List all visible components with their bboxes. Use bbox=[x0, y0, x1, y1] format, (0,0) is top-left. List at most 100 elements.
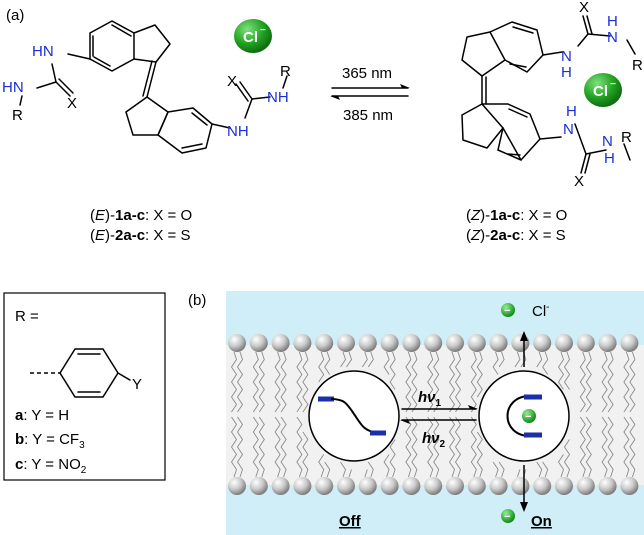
atom-r-left: R bbox=[12, 107, 23, 124]
svg-text:−: − bbox=[504, 511, 510, 523]
z-atom-h-3: H bbox=[566, 103, 577, 120]
off-label: Off bbox=[339, 513, 362, 530]
r-box-y-label: Y bbox=[132, 376, 142, 393]
r-box-phenyl bbox=[59, 348, 119, 398]
lipid-tail bbox=[607, 351, 614, 413]
lipid-tail bbox=[585, 351, 592, 413]
lipid-tail bbox=[252, 416, 259, 478]
z-upper-benzene-ring bbox=[489, 21, 544, 73]
lipid-head bbox=[489, 334, 508, 352]
lipid-head bbox=[402, 334, 421, 352]
z-atom-n-1: N bbox=[561, 48, 572, 65]
svg-text:−: − bbox=[525, 411, 531, 423]
lipid-tail bbox=[601, 416, 608, 478]
lipid-tail bbox=[498, 461, 505, 478]
lipid-tail bbox=[324, 351, 331, 375]
lipid-tail bbox=[427, 416, 434, 478]
lipid-head bbox=[358, 334, 377, 352]
lipid-tails bbox=[230, 351, 636, 478]
lipid-head bbox=[511, 334, 530, 352]
lipid-head bbox=[402, 477, 421, 495]
lipid-head bbox=[424, 477, 443, 495]
lipid-tail bbox=[427, 351, 434, 413]
lipid-head bbox=[467, 477, 486, 495]
lipid-tail bbox=[607, 416, 614, 478]
e-isomer-structure: HN HN R X NH NH X R bbox=[2, 20, 291, 154]
caption-e-2: (E)-2a-c: X = S bbox=[90, 227, 191, 244]
lipid-tail bbox=[405, 351, 412, 413]
lipid-tail bbox=[346, 351, 352, 368]
lipid-tail bbox=[296, 351, 303, 413]
lipid-tail bbox=[318, 454, 325, 478]
lipid-tail bbox=[492, 461, 499, 478]
caption-z-2: (Z)-2a-c: X = S bbox=[466, 227, 566, 244]
lipid-tail bbox=[302, 351, 309, 413]
svg-text:Cl: Cl bbox=[593, 83, 608, 100]
lipid-tail bbox=[405, 416, 412, 478]
r-box-title: R = bbox=[15, 308, 39, 325]
lipid-tail bbox=[389, 439, 396, 478]
lipid-head bbox=[467, 334, 486, 352]
lipid-tail bbox=[448, 351, 456, 413]
lipid-tail bbox=[470, 351, 477, 413]
photoswitch-equilibrium-arrows: 365 nm 385 nm bbox=[330, 65, 410, 124]
r-box-item-c: c: Y = NO2 bbox=[15, 456, 87, 476]
lipid-tail bbox=[454, 351, 462, 413]
lipid-head bbox=[533, 477, 552, 495]
lipid-tail bbox=[296, 416, 303, 478]
lipid-tail bbox=[367, 461, 374, 478]
released-chloride-top: − Cl- bbox=[501, 302, 550, 320]
lipid-tail bbox=[629, 416, 636, 478]
svg-text:−: − bbox=[260, 25, 266, 36]
lipid-tail bbox=[340, 351, 346, 368]
lipid-head bbox=[380, 334, 399, 352]
lipid-head bbox=[228, 334, 246, 352]
lipid-tail bbox=[280, 416, 287, 478]
lipid-head bbox=[489, 477, 508, 495]
lipid-head bbox=[337, 334, 355, 352]
lipid-tail bbox=[433, 351, 440, 413]
z-atom-h-4: H bbox=[604, 150, 615, 167]
bound-chloride bbox=[522, 409, 536, 423]
atom-x-left: X bbox=[67, 95, 77, 112]
z-atom-x-upper: X bbox=[579, 0, 589, 16]
lipid-tail bbox=[514, 351, 521, 368]
lipid-head bbox=[271, 334, 290, 352]
lipid-tail bbox=[542, 351, 549, 375]
lower-benzene-ring bbox=[157, 107, 213, 154]
lipid-tail bbox=[318, 351, 325, 383]
lipid-head bbox=[249, 477, 268, 495]
lipid-head bbox=[293, 334, 312, 352]
svg-text:−: − bbox=[504, 305, 510, 317]
lipid-head bbox=[598, 477, 617, 495]
lipid-tail bbox=[367, 351, 374, 368]
lipid-head bbox=[315, 334, 334, 352]
lipid-tail bbox=[629, 351, 636, 413]
lipid-head bbox=[271, 477, 290, 495]
z-isomer-structure: N H X N H R H N N H R X bbox=[461, 0, 643, 190]
lipid-head bbox=[576, 477, 595, 495]
hv2-label: hν2 bbox=[422, 430, 446, 450]
lipid-tail bbox=[623, 416, 630, 478]
lipid-head bbox=[228, 477, 246, 495]
lipid-tail bbox=[476, 351, 483, 398]
panel-a-label: (a) bbox=[6, 7, 24, 24]
atom-hn-lower: HN bbox=[2, 79, 24, 96]
lipid-tail bbox=[236, 416, 244, 478]
r-group-box: R = Y a: Y = H b: Y = CF3 c: Y = NO2 bbox=[3, 292, 166, 481]
caption-e-1: (E)-1a-c: X = O bbox=[90, 207, 192, 224]
lipid-head bbox=[555, 477, 573, 495]
panel-b-label: (b) bbox=[188, 292, 206, 309]
z-atom-h-2: H bbox=[607, 13, 618, 30]
lipid-tail bbox=[542, 461, 549, 478]
lipid-tail bbox=[348, 469, 352, 478]
lipid-tail bbox=[579, 351, 586, 413]
lipid-head bbox=[620, 477, 639, 495]
z-atom-n-3: N bbox=[563, 121, 574, 138]
z-atom-r-upper: R bbox=[632, 57, 643, 74]
atom-nh-right-upper: NH bbox=[267, 89, 289, 106]
atom-x-right: X bbox=[227, 73, 237, 90]
lipid-head bbox=[533, 334, 552, 352]
